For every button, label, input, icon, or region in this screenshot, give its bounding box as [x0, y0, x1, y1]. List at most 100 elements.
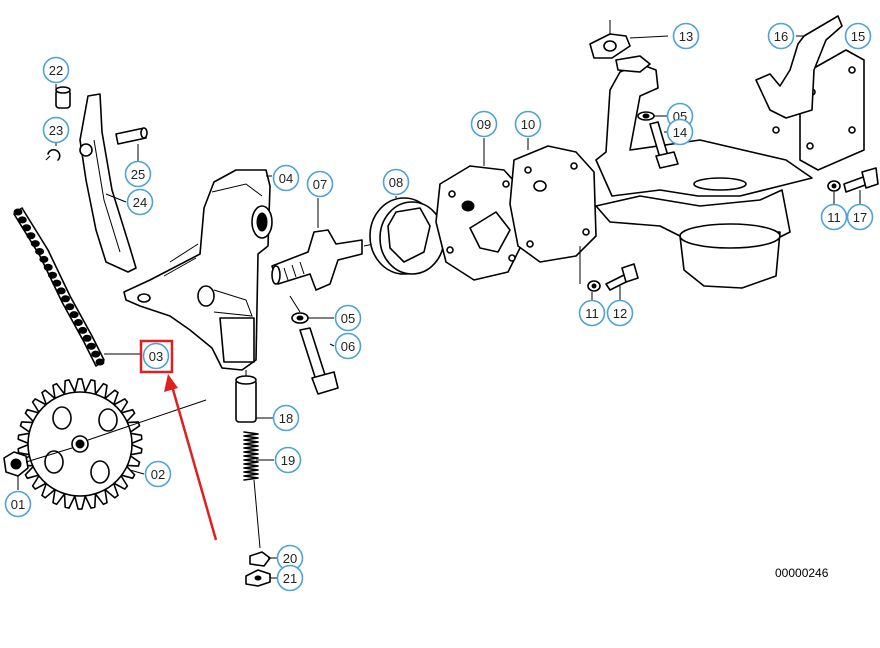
chain-link: [73, 319, 83, 326]
callout-label: 23: [49, 123, 63, 138]
bracket-small: [755, 15, 843, 134]
callout-circle: [126, 188, 154, 216]
callout-circle: [666, 118, 694, 146]
callout-label: 15: [851, 29, 865, 44]
callout-label: 03: [149, 349, 163, 364]
callout-circle: [306, 170, 334, 198]
callout-c10: 10: [514, 110, 542, 138]
callout-label: 14: [673, 125, 687, 140]
callout-c08: 08: [382, 168, 410, 196]
callout-circle: [4, 490, 32, 518]
callout-c11a: 11: [578, 299, 606, 327]
chain-link: [30, 240, 40, 248]
callout-c11b: 11: [820, 203, 848, 231]
callout-c09: 09: [470, 110, 498, 138]
callout-c03: 03: [142, 342, 170, 370]
guide-pin-part: [115, 127, 148, 145]
chain-link: [78, 326, 88, 334]
chain-link: [22, 224, 32, 232]
highlight-arrow-head: [164, 374, 178, 392]
chain-link: [56, 287, 66, 295]
chain-link: [13, 208, 23, 216]
callout-label: 18: [279, 411, 293, 426]
callout-c19: 19: [274, 446, 302, 474]
callout-circle: [767, 22, 795, 50]
callout-c15: 15: [844, 22, 872, 50]
callout-circle: [334, 304, 362, 332]
callout-label: 11: [827, 210, 841, 225]
callout-label: 06: [341, 339, 355, 354]
spring-coil-path: [243, 431, 259, 481]
washer-middle: [291, 312, 309, 324]
callout-circle: [272, 164, 300, 192]
washer-upper: [637, 111, 655, 121]
chain-link: [82, 334, 92, 342]
callout-c20: 20: [276, 544, 304, 572]
leader-lines: [17, 35, 861, 579]
pump-cover: [509, 145, 597, 263]
callout-c25: 25: [124, 160, 152, 188]
callout-circle: [144, 460, 172, 488]
chain-guide-rail: [79, 93, 137, 273]
sprocket-gear: [17, 378, 207, 510]
callout-label: 17: [853, 210, 867, 225]
chain-link: [17, 216, 27, 224]
washer-right: [827, 180, 841, 192]
callout-label: 12: [613, 306, 627, 321]
circlip-part: [45, 148, 61, 161]
callout-c23: 23: [42, 116, 70, 144]
timing-chain: [13, 207, 105, 367]
callout-c04: 04: [272, 164, 300, 192]
callout-label: 24: [133, 195, 147, 210]
chain-link: [48, 271, 57, 279]
callout-label: 19: [281, 453, 295, 468]
chain-link: [26, 232, 36, 240]
callout-circle: [272, 404, 300, 432]
callout-circle: [274, 446, 302, 474]
callout-label: 20: [283, 551, 297, 566]
callout-label: 08: [389, 175, 403, 190]
chain-link: [35, 248, 45, 255]
flange-gasket: [589, 20, 669, 59]
highlight-arrow-shaft: [170, 385, 218, 541]
callout-c02: 02: [144, 460, 172, 488]
highlight-box: [139, 339, 174, 374]
callout-label: 13: [679, 29, 693, 44]
relief-valve-piston: [235, 370, 257, 423]
callout-circle: [42, 116, 70, 144]
washer-lower: [587, 280, 601, 292]
washer-20: [249, 551, 271, 567]
callout-label: 25: [131, 167, 145, 182]
chain-link: [61, 295, 70, 303]
chain-link: [65, 303, 75, 311]
callout-circle: [514, 110, 542, 138]
pump-gasket: [435, 165, 525, 281]
callout-label: 21: [283, 571, 297, 586]
pump-housing: [123, 169, 273, 371]
bolt-lower: [579, 246, 639, 291]
callout-circle: [846, 203, 874, 231]
callout-c01: 01: [4, 490, 32, 518]
nut-21: [245, 569, 271, 587]
sprocket-nut-part: [3, 447, 73, 477]
callout-c07: 07: [306, 170, 334, 198]
callout-c21: 21: [276, 564, 304, 592]
callout-c12: 12: [606, 299, 634, 327]
chain-link: [95, 358, 105, 366]
highlight-annotation: [139, 339, 218, 541]
callout-c14: 14: [666, 118, 694, 146]
bolt-right: [843, 167, 879, 193]
callout-label: 07: [313, 177, 327, 192]
callout-circle: [672, 22, 700, 50]
callout-circle: [382, 168, 410, 196]
callout-label: 09: [477, 117, 491, 132]
callout-c16: 16: [767, 22, 795, 50]
callout-label: 11: [585, 306, 599, 321]
sleeve-part: [55, 86, 71, 109]
callout-circle: [124, 160, 152, 188]
callout-circle: [42, 56, 70, 84]
callout-circle: [470, 110, 498, 138]
